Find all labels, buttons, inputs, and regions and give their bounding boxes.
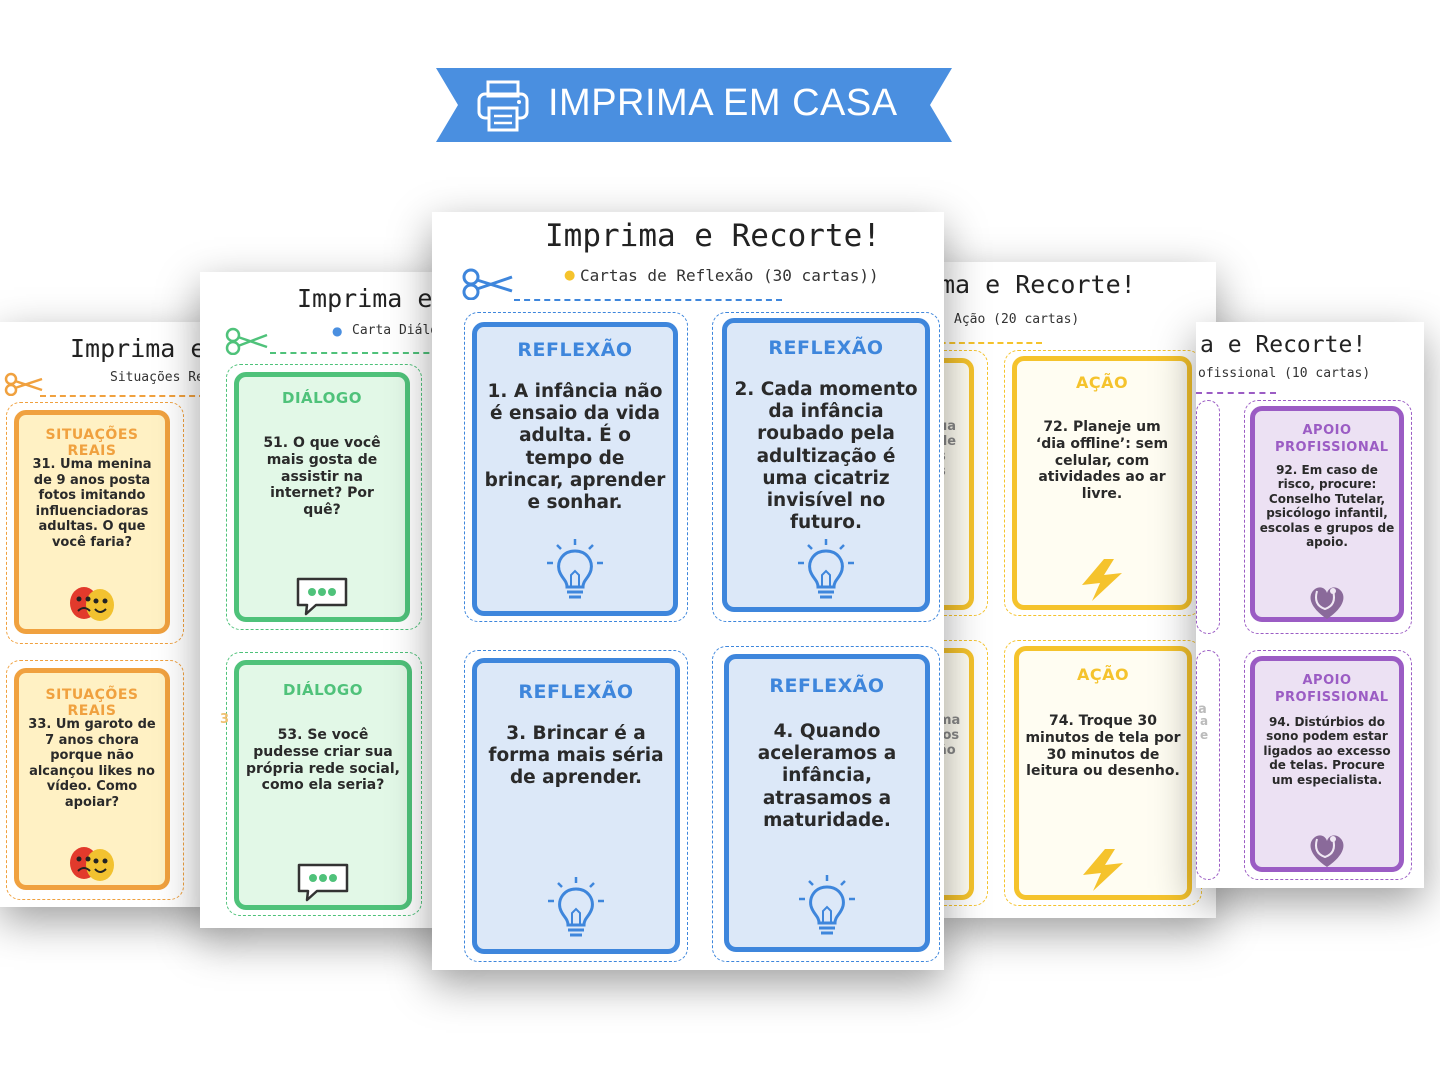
card-category: Ação [1076,665,1130,684]
stethoscope-heart-icon [1255,583,1399,621]
lightbulb-icon [477,537,673,603]
card-text: 72. Planeje um ‘dia offline’: sem celula… [1035,419,1169,503]
banner: IMPRIMA EM CASA [436,68,952,142]
card-reflexao-2[interactable]: Reflexão 2. Cada momento da infância rou… [722,318,930,612]
card-reflexao-3[interactable]: Reflexão 3. Brincar é a forma mais séria… [472,658,680,954]
lightbulb-icon [727,537,925,603]
card-slot [1196,650,1220,880]
card-slot [6,402,184,644]
card-category: Reflexão [769,675,885,697]
card-acao-72[interactable]: Ação 72. Planeje um ‘dia offline’: sem c… [1012,356,1192,610]
card-text: 31. Uma menina de 9 anos posta fotos imi… [32,457,152,550]
card-text: 94. Distúrbios do sono podem estar ligad… [1263,715,1391,787]
card-acao-74[interactable]: Ação 74. Troque 30 minutos de tela por 3… [1014,646,1192,900]
sheet-subtitle: Carta Diálogo [352,323,454,338]
lightbulb-emoji-icon: ● [564,268,576,283]
cut-line [40,395,215,397]
lightning-icon [1017,557,1187,603]
chat-bubble-icon [239,575,405,617]
cut-line [1196,392,1276,394]
sheet-subtitle: Ação (20 cartas) [954,312,1080,327]
stethoscope-heart-icon [1255,831,1399,869]
card-text: 2. Cada momento da infância roubado pela… [734,379,918,534]
sheet-acao: ma e Recorte! Ação (20 cartas) ua de s s… [930,262,1216,918]
card-fragment: a [1198,702,1207,717]
card-text: 33. Um garoto de 7 anos chora porque não… [28,717,156,810]
sheet-subtitle: Cartas de Reflexão (30 cartas)) [580,266,879,285]
sheet-reflexao: Imprima e Recorte! ● Cartas de Reflexão … [432,212,944,970]
card-text: 4. Quando aceleramos a infância, atrasam… [757,721,897,831]
sheet-situacoes-reais: Imprima e R Situações Reais ( Situações … [0,322,222,907]
card-situacoes-reais-31[interactable]: Situações Reais 31. Uma menina de 9 anos… [14,410,170,634]
card-text: 1. A infância não é ensaio da vida adult… [484,381,666,513]
card-slot [6,660,184,900]
card-category: Reflexão [517,339,633,361]
speech-icon: ● [332,324,343,338]
card-reflexao-4[interactable]: Reflexão 4. Quando aceleramos a infância… [724,654,930,952]
lightbulb-icon [477,875,675,941]
theater-masks-icon [19,843,165,883]
card-apoio-profissional-92[interactable]: Apoio Profissional 92. Em caso de risco,… [1250,406,1404,622]
card-text: 51. O que você mais gosta de assistir na… [263,435,381,519]
theater-masks-icon [19,583,165,623]
card-text: 53. Se você pudesse criar sua própria re… [246,727,400,794]
card-slot [712,646,940,962]
cut-line [930,342,1042,344]
card-category: Ação [1075,373,1129,392]
card-text: 74. Troque 30 minutos de tela por 30 min… [1025,713,1181,780]
chat-bubble-icon [239,861,407,903]
card-reflexao-1[interactable]: Reflexão 1. A infância não é ensaio da v… [472,322,678,616]
card-dialogo-53[interactable]: Diálogo 53. Se você pudesse criar sua pr… [234,660,412,910]
card-category: Situações Reais [45,427,139,459]
card-category: Apoio Profissional [1275,673,1389,705]
card-situacoes-reais-33[interactable]: Situações Reais 33. Um garoto de 7 anos … [14,668,170,890]
card-category: Diálogo [282,389,362,407]
card-slot [712,312,940,622]
lightbulb-icon [729,873,925,939]
card-category: Apoio Profissional [1275,423,1389,455]
sheet-subtitle: Situações Reais ( [110,370,222,385]
scissors-icon [4,372,44,400]
card-text: 92. Em caso de risco, procure: Conselho … [1259,463,1395,549]
banner-label: IMPRIMA EM CASA [548,82,898,124]
card-slot [1244,650,1412,880]
card-slot [226,364,422,630]
cut-line [514,299,782,301]
card-category: Reflexão [768,337,884,359]
lightning-icon [1019,847,1187,893]
sheet-title: a e Recorte! [1200,332,1367,358]
sheet-dialogo: Imprima e R ● Carta Diálogo Diálogo 51. … [200,272,460,928]
card-slot [226,652,422,916]
sheet-subtitle: ofissional (10 cartas) [1198,366,1371,381]
scissors-icon [462,268,514,304]
sheet-title: Imprima e R [70,334,222,363]
card-slot [464,312,688,622]
card-apoio-profissional-94[interactable]: Apoio Profissional 94. Distúrbios do son… [1250,656,1404,872]
card-category: Situações Reais [45,687,139,719]
scissors-icon [225,327,269,359]
sheet-title: Imprima e Recorte! [545,218,881,254]
card-slot [464,650,688,962]
sheet-title: ma e Recorte! [940,270,1136,299]
card-category: Reflexão [518,681,634,703]
sheet-apoio-profissional: a e Recorte! ofissional (10 cartas) a Ap… [1196,322,1424,888]
card-slot [1244,400,1412,634]
card-dialogo-51[interactable]: Diálogo 51. O que você mais gosta de ass… [234,372,410,622]
card-category: Diálogo [283,681,363,699]
card-fragment: 3 [220,712,230,727]
card-text: 3. Brincar é a forma mais séria de apren… [488,723,664,789]
card-fragment: a e [1200,714,1209,742]
card-slot [1196,400,1220,634]
cut-line [270,352,460,354]
